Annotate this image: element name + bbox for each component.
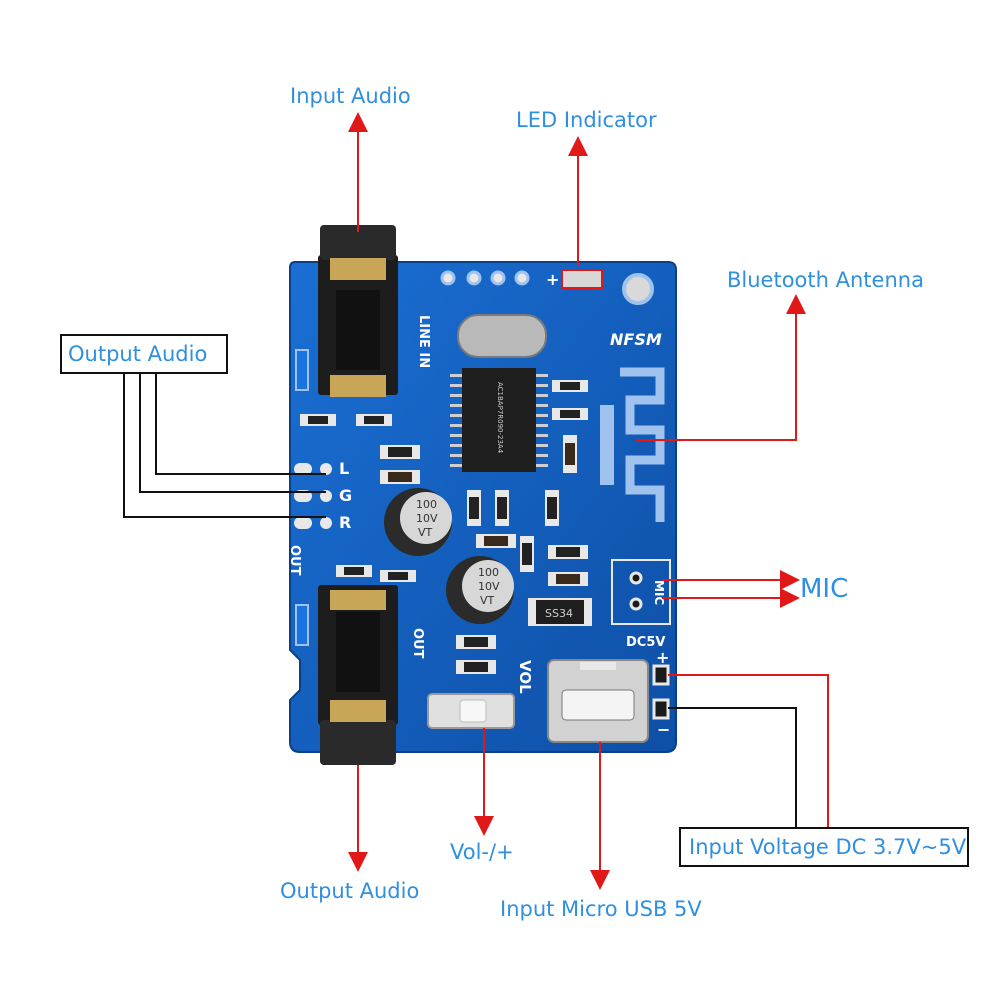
cap2-brand: VT: [480, 594, 495, 607]
line-dc-minus: [668, 707, 797, 830]
silk-vol: VOL: [516, 660, 534, 694]
arrow-bluetooth: [636, 294, 806, 441]
line-dc-plus: [668, 674, 829, 830]
line-out-g: [139, 372, 326, 493]
cap1-voltage: 10V: [416, 512, 438, 525]
line-out-l: [155, 372, 326, 475]
diode-ss34: [528, 598, 592, 626]
audio-jack-input: [318, 225, 398, 397]
capacitor-2: [446, 556, 514, 624]
silk-dc-minus: −: [657, 720, 670, 739]
diode-label: SS34: [545, 607, 573, 620]
label-output-audio-bottom: Output Audio: [280, 879, 420, 903]
silk-dc5v: DC5V: [626, 635, 665, 650]
label-vol: Vol-/+: [450, 840, 514, 864]
dc-pad-plus: [652, 664, 670, 686]
label-input-audio: Input Audio: [290, 84, 411, 108]
mic-box: [611, 559, 671, 625]
header-pads: [440, 270, 530, 286]
audio-jack-output: [318, 585, 398, 765]
silk-line-in: LINE IN: [416, 315, 431, 368]
mic-pad-minus: [629, 597, 643, 611]
mounting-hole: [622, 273, 654, 305]
cap1-value: 100: [416, 498, 437, 511]
silk-out-jack: OUT: [410, 628, 425, 659]
silk-g: G: [339, 486, 352, 505]
silk-dc-plus: +: [656, 648, 669, 667]
cap1-brand: VT: [418, 526, 433, 539]
label-output-audio-left: Output Audio: [60, 334, 228, 374]
label-mic: MIC: [800, 574, 849, 604]
micro-usb-port: [547, 659, 649, 743]
main-chip: [450, 368, 548, 472]
silk-r: R: [339, 513, 351, 532]
crystal-oscillator: [457, 314, 547, 358]
silk-out-left: OUT: [287, 545, 302, 576]
silk-mic: MIC: [652, 580, 666, 605]
dc-pad-minus: [652, 698, 670, 720]
silk-nfsm: NFSM: [610, 330, 662, 349]
led-indicator: [561, 269, 603, 289]
silk-plus: +: [546, 270, 559, 289]
label-bluetooth-antenna: Bluetooth Antenna: [727, 268, 924, 292]
smd-components: [295, 349, 588, 674]
antenna-pad: [600, 405, 614, 485]
label-led-indicator: LED Indicator: [516, 108, 657, 132]
chip-label: AC1BAP7R090-23A4: [496, 382, 504, 454]
cap2-voltage: 10V: [478, 580, 500, 593]
label-input-voltage: Input Voltage DC 3.7V~5V: [679, 827, 969, 867]
label-input-usb: Input Micro USB 5V: [500, 897, 702, 921]
silk-l: L: [339, 459, 349, 478]
cap2-value: 100: [478, 566, 499, 579]
vol-switch: [427, 693, 515, 729]
bluetooth-antenna-trace: [620, 367, 665, 522]
mic-pad-plus: [629, 571, 643, 585]
capacitor-1: [384, 488, 452, 556]
line-out-r: [123, 372, 326, 518]
